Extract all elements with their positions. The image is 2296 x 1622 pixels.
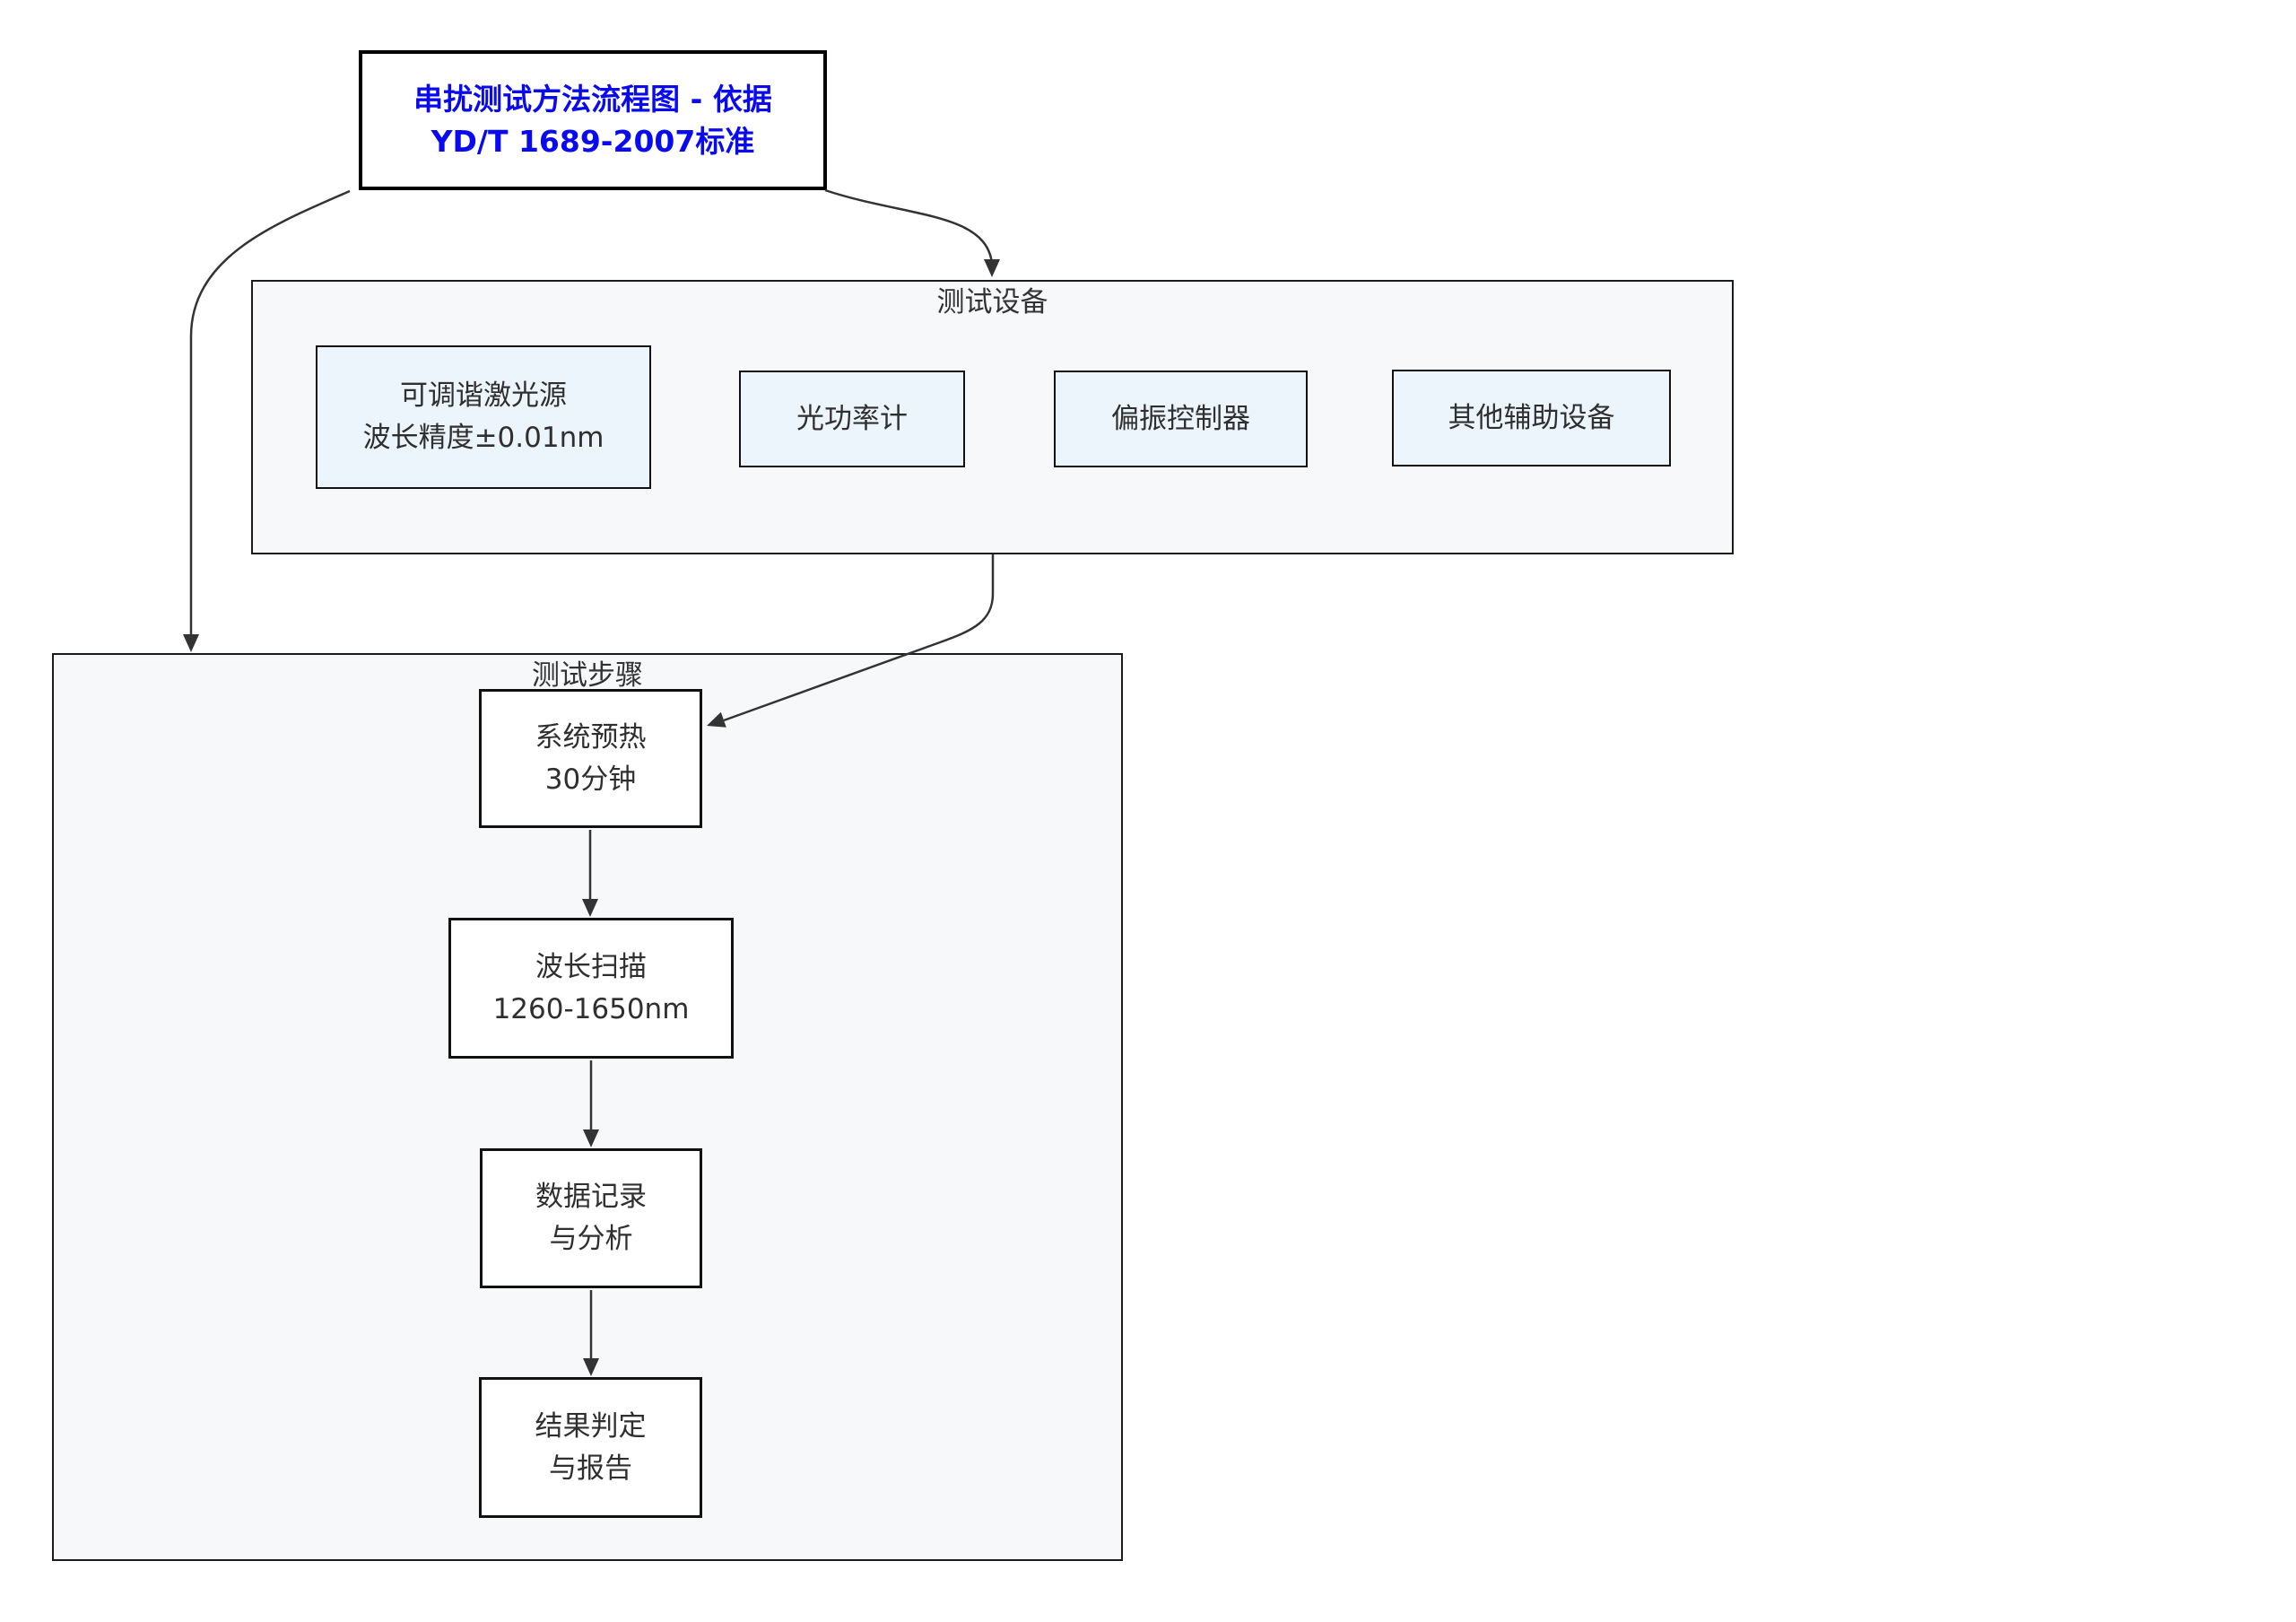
node-step-data-record-line1: 数据记录 xyxy=(535,1181,647,1213)
equipment-group-label: 测试设备 xyxy=(936,286,1048,318)
node-step-warmup: 系统预热 30分钟 xyxy=(479,689,702,828)
node-step-result-report: 结果判定 与报告 xyxy=(479,1377,702,1518)
title-node: 串扰测试方法流程图 - 依据 YD/T 1689-2007标准 xyxy=(359,50,827,190)
edge-title-to-equipment xyxy=(824,188,1000,277)
node-polarization-controller: 偏振控制器 xyxy=(1054,371,1308,467)
node-auxiliary-equipment-label: 其他辅助设备 xyxy=(1448,401,1615,434)
node-tunable-laser: 可调谐激光源 波长精度±0.01nm xyxy=(316,345,651,489)
node-step-wavelength-scan: 波长扫描 1260-1650nm xyxy=(448,918,734,1059)
title-line-2: YD/T 1689-2007标准 xyxy=(430,124,755,159)
node-tunable-laser-line1: 可调谐激光源 xyxy=(400,379,567,412)
node-step-wavelength-scan-line2: 1260-1650nm xyxy=(492,992,690,1025)
node-step-data-record-line2: 与分析 xyxy=(549,1223,633,1255)
title-line-1: 串扰测试方法流程图 - 依据 xyxy=(413,82,772,117)
node-step-warmup-line2: 30分钟 xyxy=(544,763,637,796)
node-polarization-controller-label: 偏振控制器 xyxy=(1111,402,1250,435)
steps-group-label: 测试步骤 xyxy=(532,659,643,692)
node-tunable-laser-line2: 波长精度±0.01nm xyxy=(362,422,604,454)
node-step-wavelength-scan-line1: 波长扫描 xyxy=(535,950,647,983)
node-step-warmup-line1: 系统预热 xyxy=(535,720,647,754)
node-power-meter-label: 光功率计 xyxy=(796,402,908,435)
node-step-result-report-line2: 与报告 xyxy=(549,1452,632,1485)
node-step-result-report-line1: 结果判定 xyxy=(535,1409,647,1443)
node-power-meter: 光功率计 xyxy=(739,371,965,467)
node-step-data-record: 数据记录 与分析 xyxy=(480,1148,702,1288)
node-auxiliary-equipment: 其他辅助设备 xyxy=(1392,370,1671,467)
